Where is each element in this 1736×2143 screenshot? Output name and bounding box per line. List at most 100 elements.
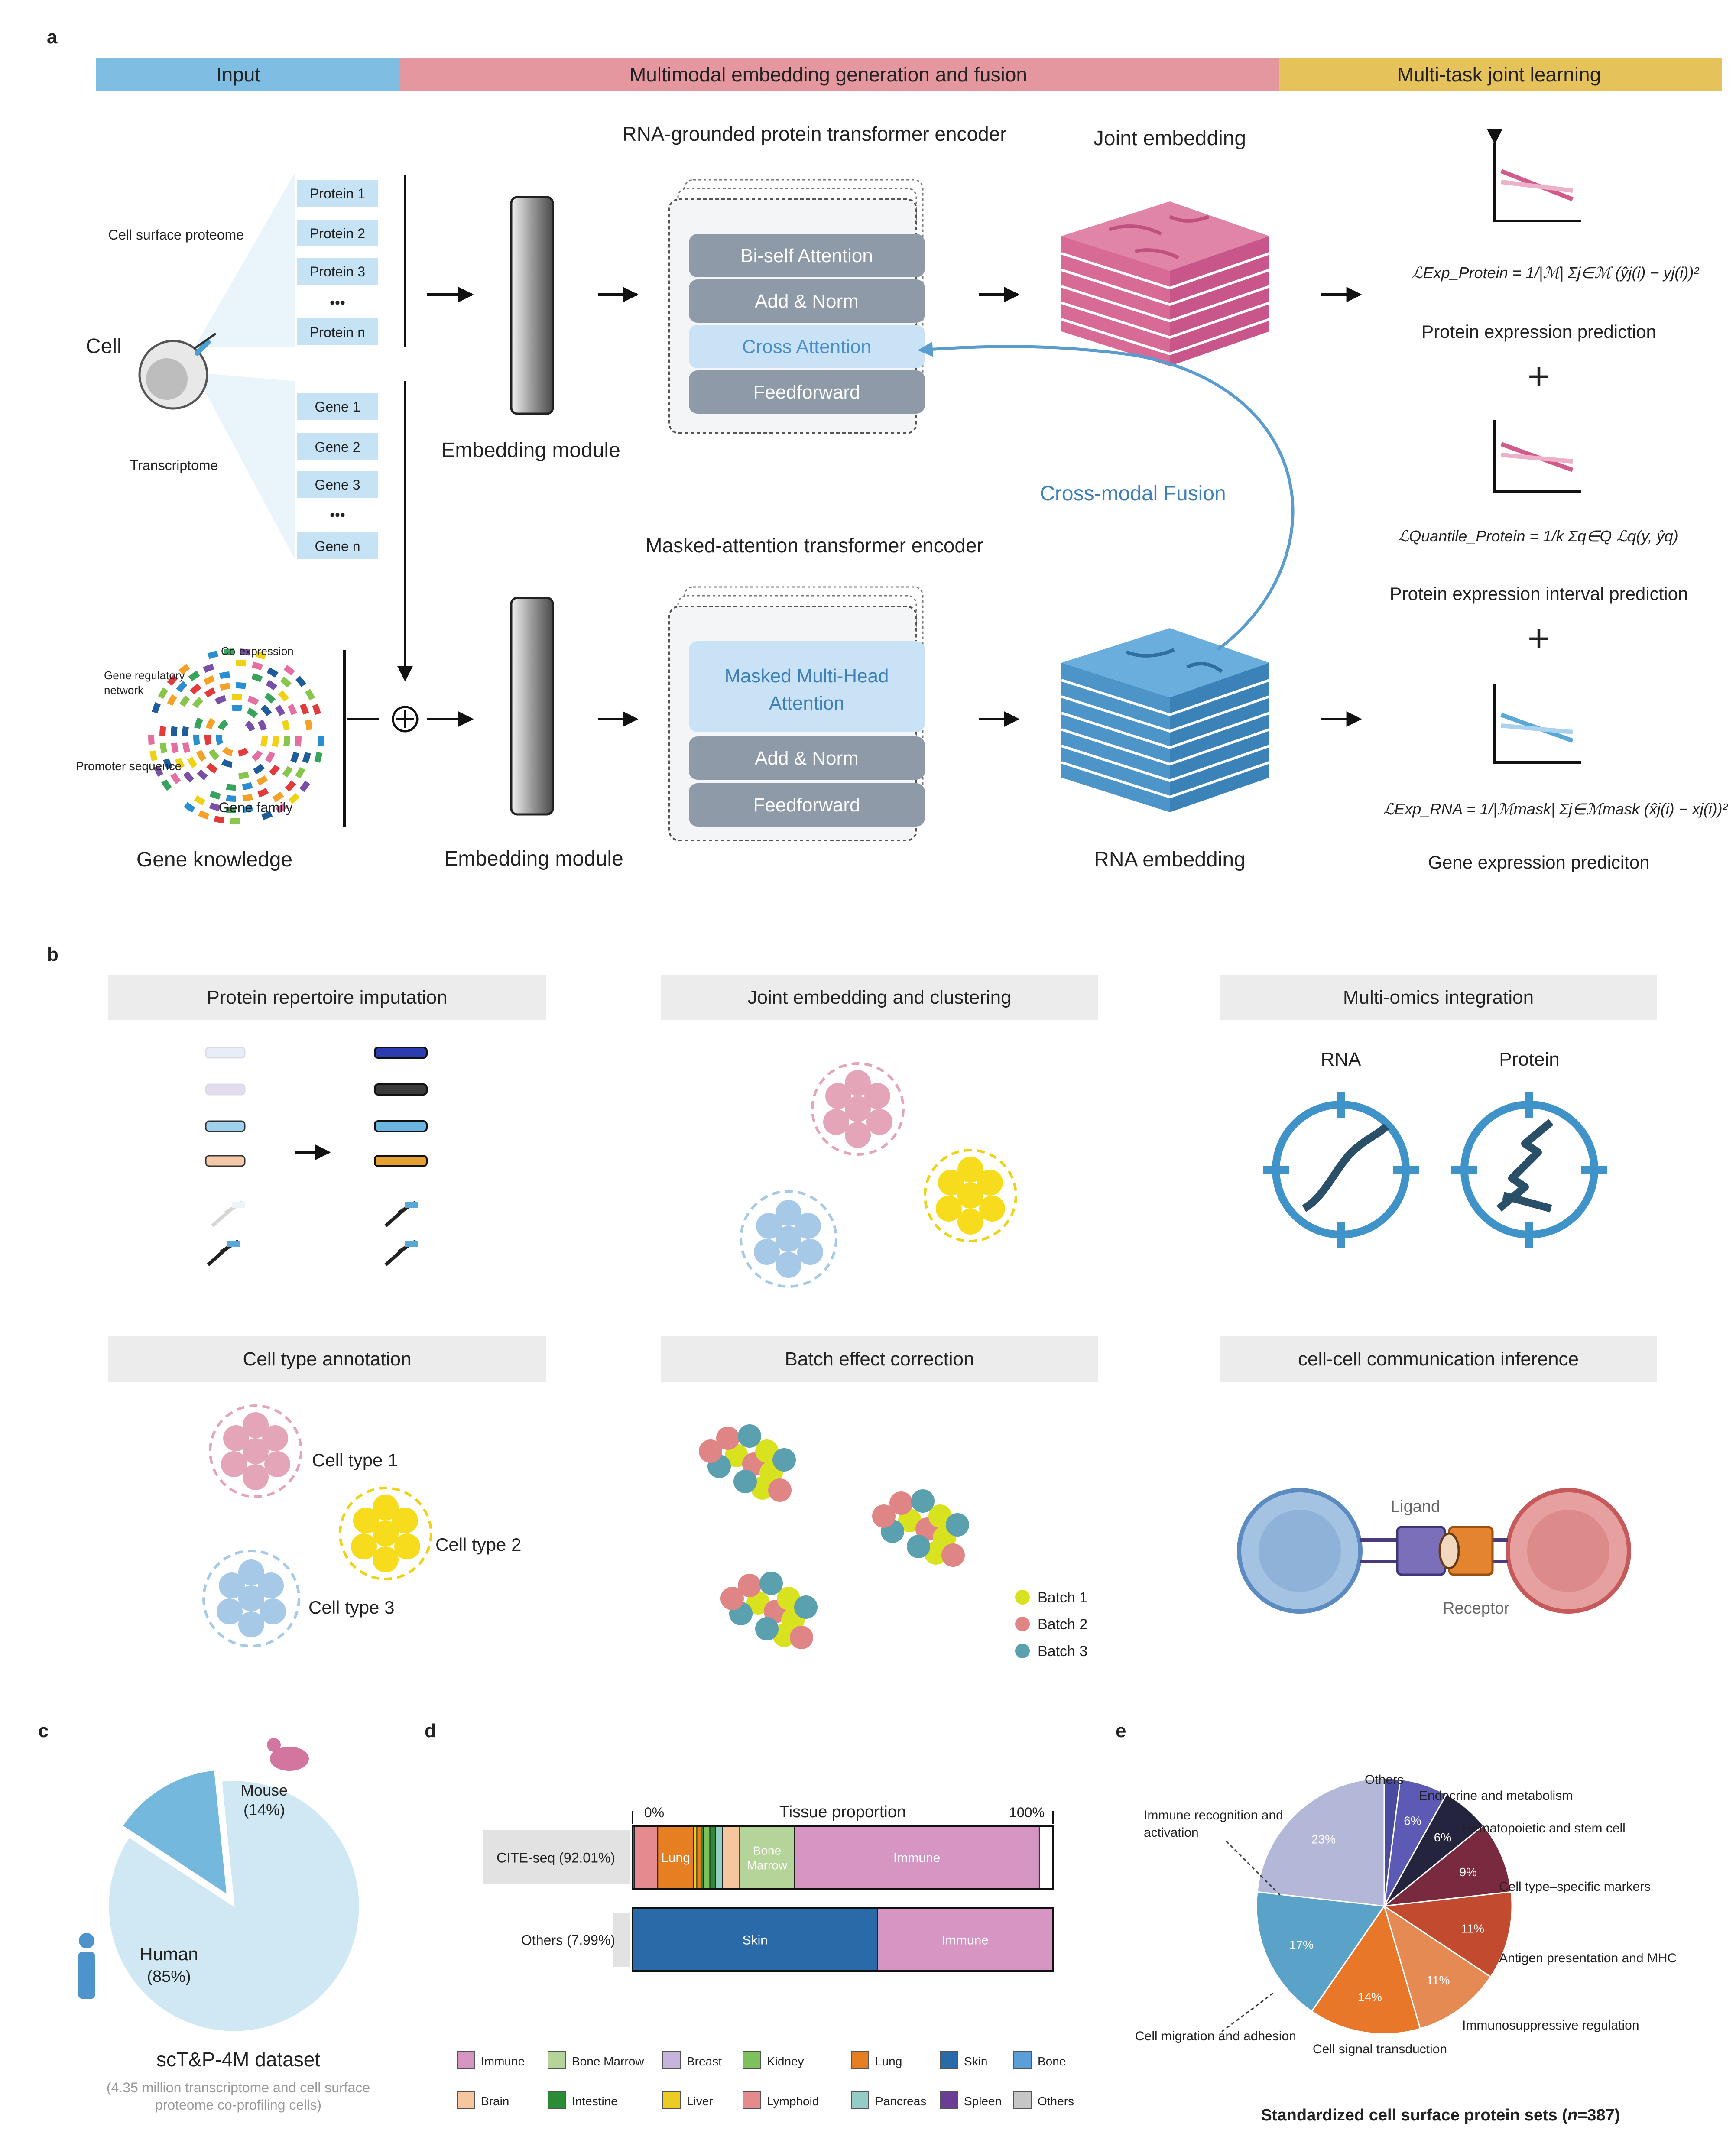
radial-segment [226, 783, 237, 791]
annot-dot-blue [260, 1598, 286, 1624]
pie-slice-cell-migration-and-adhesion [1256, 1891, 1386, 2013]
protein-label: Protein [1499, 1049, 1559, 1070]
antibody-before-icon [205, 1083, 246, 1096]
protein-set-title-prefix: Standardized cell surface protein sets ( [1261, 2106, 1568, 2124]
legend-swatch [548, 2051, 566, 2069]
annot-dot-blue [238, 1611, 264, 1637]
bar-segment-brain [722, 1825, 740, 1889]
batch-dot [898, 1509, 922, 1532]
radial-segment [188, 671, 200, 681]
bar-segment-immune [877, 1908, 1053, 1971]
add-norm-rna-label: Add & Norm [755, 748, 859, 769]
interval-pred-label: Protein expression interval prediction [1390, 584, 1688, 604]
antibody-after-icon [374, 1120, 428, 1132]
legend-label: Others [1038, 2094, 1074, 2108]
radial-segment [167, 694, 177, 706]
radial-segment [194, 717, 203, 729]
radial-segment [282, 720, 290, 731]
batch-dot [946, 1513, 969, 1537]
block-add-norm-label: Add & Norm [755, 291, 859, 312]
batch-dot [928, 1504, 952, 1528]
radial-segment [242, 805, 253, 813]
legend-swatch [457, 2091, 475, 2109]
radial-segment [275, 704, 286, 716]
app-header-integration: Multi-omics integration [1343, 987, 1534, 1008]
cluster-dot-pink [866, 1109, 892, 1135]
pie-pct-label: 11% [1461, 1922, 1484, 1936]
radial-segment [282, 766, 293, 778]
cluster-dot-yellow [957, 1157, 983, 1183]
leader-immune [1225, 1840, 1283, 1898]
header-fusion-band [399, 58, 1279, 91]
cluster-dot-yellow [977, 1170, 1003, 1196]
row-label-band [483, 1830, 630, 1884]
radial-segment [222, 746, 234, 756]
radial-segment [196, 750, 207, 762]
radial-segment [192, 697, 204, 708]
protein-item-label: ••• [330, 295, 345, 311]
human-head-icon [79, 1933, 94, 1948]
gene-task: ℒExp_RNA = 1/|ℳmask| Σj∈ℳmask (x̂j(i) − … [1383, 684, 1729, 872]
legend-label: Lung [875, 2055, 902, 2068]
radial-segment [269, 765, 280, 776]
radial-segment [265, 751, 276, 763]
legend-label: Lymphoid [767, 2094, 819, 2108]
legend-label: Bone Marrow [572, 2055, 644, 2068]
radial-segment [264, 692, 276, 704]
legend-swatch [851, 2051, 869, 2069]
label-immuno: Immunosuppressive regulation [1462, 2018, 1639, 2033]
legend-label: Immune [481, 2055, 525, 2068]
label-signal: Cell signal transduction [1313, 2042, 1447, 2056]
radial-segment [236, 659, 247, 667]
gene-item-label: Gene 1 [315, 399, 360, 415]
joint-cube-top [1061, 201, 1269, 271]
antibody-tip-icon [405, 1202, 418, 1208]
annot-yellow-ring [339, 1487, 432, 1580]
mouse-pct-label: (14%) [243, 1801, 285, 1819]
annot-dot-blue [238, 1559, 264, 1585]
label-migration: Cell migration and adhesion [1135, 2029, 1296, 2043]
gene-item-box [297, 532, 378, 559]
bar-segment-pancreas [715, 1825, 723, 1889]
radial-segment [257, 719, 267, 731]
radial-segment [242, 782, 253, 791]
cluster-pink-ring [811, 1062, 905, 1156]
loss-exp-rna: ℒExp_RNA = 1/|ℳmask| Σj∈ℳmask (x̂j(i) − … [1383, 800, 1728, 818]
radial-segment [295, 675, 306, 687]
label-immune-2: activation [1144, 1825, 1199, 1840]
radial-segment [159, 726, 166, 737]
annot-dot-blue [217, 1598, 243, 1624]
cluster-dot-pink [845, 1096, 871, 1122]
cluster-dot-pink [845, 1122, 871, 1148]
gene-item-box [297, 471, 378, 498]
radial-segment [226, 806, 237, 814]
pie-pct-label: 14% [1358, 1990, 1382, 2004]
cross-modal-fusion-label: Cross-modal Fusion [1040, 482, 1226, 505]
cluster-dot-pink [845, 1070, 871, 1096]
cluster-dot-yellow [979, 1196, 1005, 1222]
legend-swatch [743, 2051, 761, 2069]
radial-segment [183, 771, 195, 783]
ligand-label: Ligand [1391, 1498, 1440, 1516]
cube-layer-line [1061, 761, 1270, 799]
tick-0: 0% [644, 1805, 664, 1820]
radial-segment [190, 683, 201, 695]
radial-segment [209, 802, 221, 811]
bar-outline [632, 1907, 1054, 1972]
batch-dot [699, 1439, 722, 1463]
legend-label: Brain [481, 2094, 509, 2108]
block-bi-self-attention [689, 234, 925, 277]
radial-segment [251, 673, 263, 682]
batch-legend-label: Batch 3 [1038, 1643, 1087, 1660]
leader-migration [1221, 1992, 1274, 2033]
promoter-label: Promoter sequence [76, 759, 182, 773]
app-header-annotation-box [108, 1336, 546, 1382]
radial-segment [253, 764, 265, 775]
mouse-icon [267, 1738, 309, 1771]
bar-segment-kidney [703, 1825, 711, 1889]
protein-item-label: Protein 2 [310, 226, 365, 241]
embedding-module-bottom [510, 597, 554, 816]
header-input-label: Input [216, 63, 261, 86]
radial-segment [285, 780, 296, 792]
